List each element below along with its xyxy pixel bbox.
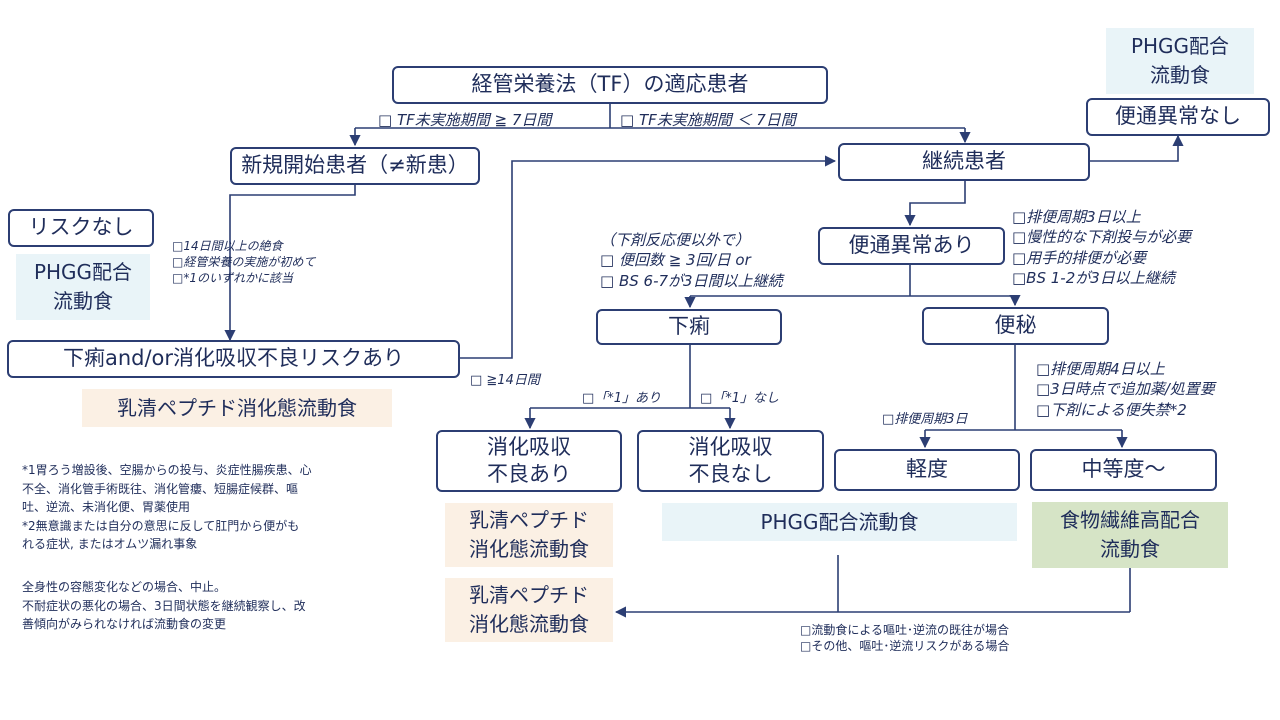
vomit-criteria: □流動食による嘔吐･逆流の既往が場合 □その他、嘔吐･逆流リスクがある場合 bbox=[800, 622, 1009, 654]
label-bowel3: □排便周期3日 bbox=[882, 412, 968, 427]
whey-formula-mid: 乳清ペプチド 消化態流動食 bbox=[445, 503, 613, 567]
footnote-caution: 全身性の容態変化などの場合、中止。 不耐症状の悪化の場合、3日間状態を継続観察し… bbox=[22, 578, 402, 634]
no-risk-node: リスクなし bbox=[8, 209, 154, 247]
criteria-item: □排便周期3日以上 bbox=[1012, 208, 1141, 226]
whey-formula-left: 乳清ペプチド消化態流動食 bbox=[82, 389, 392, 427]
criteria-item: □ BS 6-7が3日間以上継続 bbox=[600, 271, 783, 290]
diarrhea-criteria: （下剤反応便以外で） □ 便回数 ≧ 3回/日 or □ BS 6-7が3日間以… bbox=[600, 230, 783, 291]
criteria-item: □経管栄養の実施が初めて bbox=[172, 255, 316, 270]
malabsorption-yes-node: 消化吸収 不良あり bbox=[436, 430, 622, 492]
constipation-criteria: □排便周期4日以上 □3日時点で追加薬/処置要 □下剤による便失禁*2 bbox=[1036, 359, 1215, 420]
tf-patient-node: 経管栄養法（TF）の適応患者 bbox=[392, 66, 828, 104]
phgg-formula-left: PHGG配合 流動食 bbox=[16, 254, 150, 320]
footnote-line: *2無意識または自分の意思に反して肛門から便がも bbox=[22, 518, 300, 533]
criteria-item: □下剤による便失禁*2 bbox=[1036, 400, 1187, 419]
continuing-patient-node: 継続患者 bbox=[838, 143, 1090, 181]
new-patient-criteria: □14日間以上の絶食 □経管栄養の実施が初めて □*1のいずれかに該当 bbox=[172, 238, 315, 287]
criteria-item: □流動食による嘔吐･逆流の既往が場合 bbox=[800, 623, 1009, 637]
label-star1-no: □「*1」なし bbox=[700, 391, 780, 406]
criteria-item: □3日時点で追加薬/処置要 bbox=[1036, 380, 1215, 399]
footnote-line: 不全、消化管手術既往、消化管瘻、短腸症候群、嘔 bbox=[22, 481, 299, 496]
bowel-normal-node: 便通異常なし bbox=[1086, 98, 1270, 136]
phgg-formula-top-right: PHGG配合 流動食 bbox=[1106, 28, 1254, 94]
diarrhea-risk-node: 下痢and/or消化吸収不良リスクあり bbox=[7, 340, 460, 378]
label-ge14: □ ≧14日間 bbox=[470, 373, 540, 388]
bowel-abnormal-criteria: □排便周期3日以上 □慢性的な下剤投与が必要 □用手的排便が必要 □BS 1-2… bbox=[1012, 207, 1191, 288]
footnote-line: れる症状, またはオムツ漏れ事象 bbox=[22, 537, 198, 552]
label-tf-lt7: □ TF未実施期間 ＜ 7日間 bbox=[620, 111, 796, 129]
footnote-definitions: *1胃ろう増設後、空腸からの投与、炎症性腸疾患、心 不全、消化管手術既往、消化管… bbox=[22, 461, 402, 554]
high-fiber-formula: 食物繊維高配合 流動食 bbox=[1032, 502, 1228, 568]
criteria-item: □慢性的な下剤投与が必要 bbox=[1012, 228, 1192, 247]
moderate-node: 中等度～ bbox=[1030, 449, 1217, 491]
diarrhea-node: 下痢 bbox=[596, 309, 782, 345]
label-star1-yes: □「*1」あり bbox=[582, 391, 662, 406]
footnote-line: 善傾向がみられなければ流動食の変更 bbox=[22, 617, 227, 632]
criteria-item: □*1のいずれかに該当 bbox=[172, 271, 293, 286]
criteria-item: □排便周期4日以上 bbox=[1036, 360, 1165, 378]
label-tf-ge7: □ TF未実施期間 ≧ 7日間 bbox=[378, 111, 552, 129]
criteria-item: （下剤反応便以外で） bbox=[600, 231, 751, 249]
criteria-item: □ 便回数 ≧ 3回/日 or bbox=[600, 251, 751, 270]
new-patient-node: 新規開始患者（≠新患） bbox=[230, 147, 480, 185]
constipation-node: 便秘 bbox=[922, 307, 1109, 345]
malabsorption-no-node: 消化吸収 不良なし bbox=[637, 430, 824, 492]
criteria-item: □14日間以上の絶食 bbox=[172, 239, 283, 253]
footnote-line: *1胃ろう増設後、空腸からの投与、炎症性腸疾患、心 bbox=[22, 463, 312, 477]
criteria-item: □BS 1-2が3日以上継続 bbox=[1012, 268, 1175, 287]
footnote-line: 不耐症状の悪化の場合、3日間状態を継続観察し、改 bbox=[22, 598, 306, 613]
footnote-line: 吐、逆流、未消化便、胃薬使用 bbox=[22, 500, 191, 515]
criteria-item: □その他、嘔吐･逆流リスクがある場合 bbox=[800, 639, 1010, 654]
whey-formula-bottom: 乳清ペプチド 消化態流動食 bbox=[445, 578, 613, 642]
mild-node: 軽度 bbox=[834, 449, 1020, 491]
footnote-line: 全身性の容態変化などの場合、中止。 bbox=[22, 580, 227, 594]
criteria-item: □用手的排便が必要 bbox=[1012, 248, 1147, 267]
phgg-formula-wide: PHGG配合流動食 bbox=[662, 503, 1017, 541]
bowel-abnormal-node: 便通異常あり bbox=[818, 227, 1005, 265]
